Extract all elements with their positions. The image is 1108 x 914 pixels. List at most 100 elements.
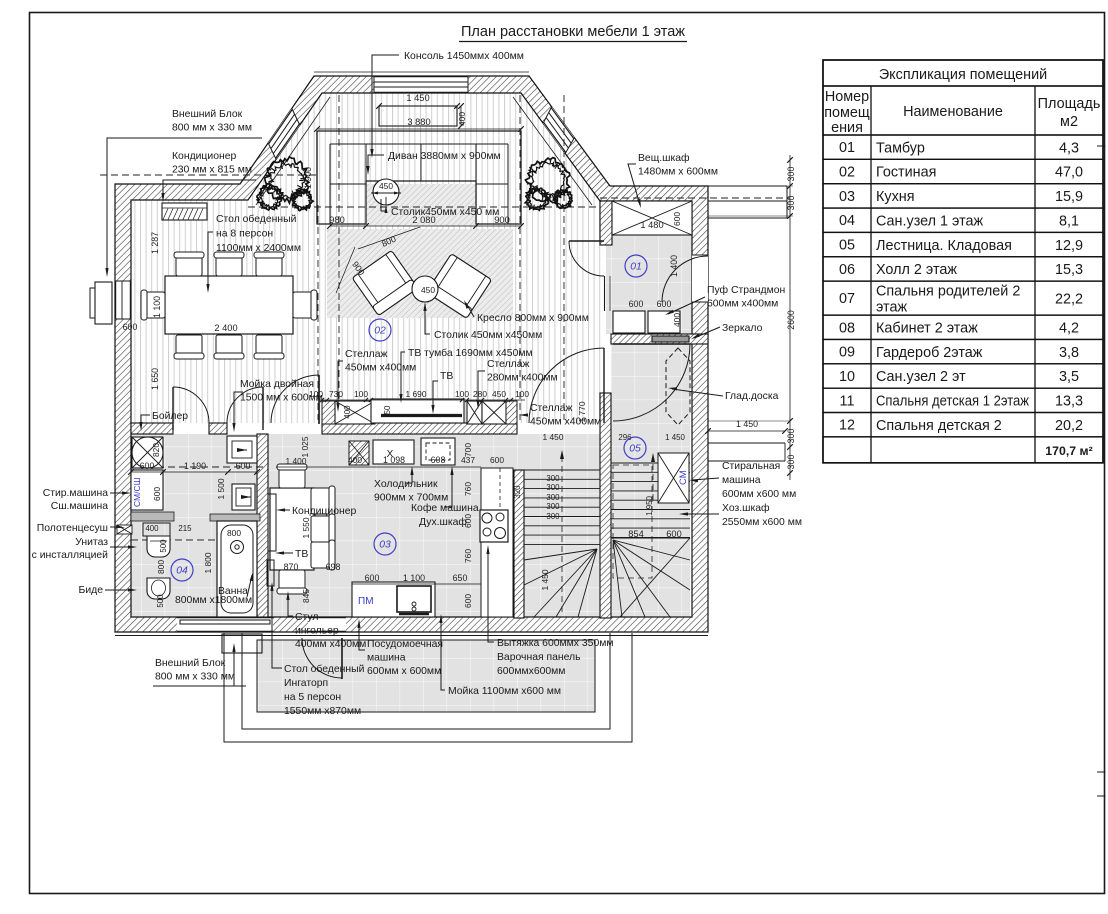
svg-text:01: 01 [839, 140, 855, 156]
svg-text:800: 800 [156, 560, 166, 574]
svg-text:Столик450мм x450 мм: Столик450мм x450 мм [391, 207, 499, 218]
svg-text:Тамбур: Тамбур [876, 140, 925, 156]
svg-text:Номер: Номер [825, 89, 869, 105]
svg-text:800 мм x 330 мм: 800 мм x 330 мм [155, 672, 235, 683]
svg-text:Биде: Биде [79, 585, 104, 596]
svg-text:Стул: Стул [295, 612, 318, 623]
svg-text:1 100: 1 100 [403, 573, 425, 583]
svg-text:215: 215 [178, 524, 192, 533]
svg-text:Унитаз: Унитаз [75, 537, 108, 548]
svg-text:300: 300 [786, 167, 796, 182]
svg-text:600мм x400мм: 600мм x400мм [707, 299, 778, 310]
svg-text:1 650: 1 650 [150, 368, 160, 390]
svg-text:600мм x 600мм: 600мм x 600мм [367, 666, 441, 677]
svg-text:500: 500 [156, 594, 165, 608]
svg-text:План расстановки мебели 1 этаж: План расстановки мебели 1 этаж [461, 24, 685, 40]
svg-text:м2: м2 [1060, 114, 1078, 130]
svg-text:400: 400 [457, 112, 467, 126]
svg-text:Зеркало: Зеркало [722, 323, 763, 334]
svg-text:Глад.доска: Глад.доска [725, 391, 779, 402]
svg-text:100: 100 [515, 389, 529, 399]
svg-text:Лестница. Кладовая: Лестница. Кладовая [876, 238, 1012, 254]
svg-text:03: 03 [839, 189, 855, 205]
svg-text:Консоль 1450ммх 400мм: Консоль 1450ммх 400мм [404, 51, 524, 62]
svg-text:800 мм x 330 мм: 800 мм x 330 мм [172, 123, 252, 134]
svg-text:Вещ.шкаф: Вещ.шкаф [638, 152, 690, 164]
svg-text:Столик 450мм x450мм: Столик 450мм x450мм [434, 330, 542, 341]
svg-text:1500 мм х 600мм: 1500 мм х 600мм [240, 393, 323, 404]
svg-text:600: 600 [672, 212, 682, 226]
svg-text:760: 760 [463, 482, 473, 496]
svg-text:Стиральная: Стиральная [722, 461, 780, 472]
svg-text:8,1: 8,1 [1059, 213, 1079, 229]
svg-text:04: 04 [176, 566, 188, 577]
svg-text:05: 05 [839, 238, 855, 254]
svg-text:730: 730 [329, 389, 343, 399]
svg-text:машина: машина [367, 653, 406, 664]
svg-text:ПМ: ПМ [358, 596, 374, 607]
svg-text:машина: машина [722, 475, 761, 486]
svg-text:300: 300 [786, 196, 796, 211]
svg-text:Кресло 800мм x 900мм: Кресло 800мм x 900мм [477, 313, 589, 324]
svg-text:Сан.узел 1 этаж: Сан.узел 1 этаж [876, 213, 984, 229]
svg-text:1 450: 1 450 [406, 93, 429, 103]
svg-text:15,3: 15,3 [1055, 262, 1083, 278]
svg-text:с инсталляцией: с инсталляцией [32, 550, 109, 561]
svg-text:820: 820 [151, 443, 161, 457]
svg-text:07: 07 [839, 291, 855, 307]
svg-text:980: 980 [329, 215, 345, 225]
svg-text:Экспликация помещений: Экспликация помещений [879, 67, 1047, 83]
svg-text:608: 608 [431, 455, 446, 465]
svg-text:300: 300 [546, 493, 560, 502]
svg-text:3,8: 3,8 [1059, 345, 1079, 361]
svg-text:ингольер: ингольер [295, 626, 339, 637]
svg-text:1 800: 1 800 [203, 552, 213, 573]
svg-text:1 480: 1 480 [640, 220, 663, 230]
svg-text:600: 600 [490, 455, 504, 465]
svg-text:11: 11 [840, 393, 855, 409]
svg-text:СМ/СШ: СМ/СШ [132, 477, 142, 507]
svg-text:Сан.узел 2 эт: Сан.узел 2 эт [876, 369, 966, 385]
svg-text:Площадь: Площадь [1038, 96, 1101, 112]
svg-text:01: 01 [630, 262, 642, 273]
svg-text:Хоз.шкаф: Хоз.шкаф [722, 502, 770, 514]
svg-text:Посудомоечная: Посудомоечная [367, 639, 443, 650]
svg-text:помещ: помещ [824, 105, 870, 121]
svg-text:Спальня детская 1 2этаж: Спальня детская 1 2этаж [876, 394, 1029, 410]
svg-text:на 5 персон: на 5 персон [284, 692, 341, 703]
svg-text:600: 600 [657, 299, 672, 309]
svg-text:Кухня: Кухня [876, 189, 915, 205]
svg-text:Стеллаж: Стеллаж [487, 359, 529, 370]
svg-text:600: 600 [152, 487, 162, 501]
svg-text:12: 12 [839, 418, 855, 434]
svg-text:870: 870 [284, 562, 299, 572]
svg-text:на 8 персон: на 8 персон [216, 229, 273, 240]
svg-text:760: 760 [463, 549, 473, 563]
svg-text:280: 280 [473, 389, 487, 399]
svg-text:2 400: 2 400 [214, 323, 237, 333]
svg-text:4,2: 4,2 [1059, 320, 1079, 336]
svg-text:1 100: 1 100 [152, 296, 162, 318]
svg-text:Дух.шкаф: Дух.шкаф [419, 516, 467, 528]
svg-text:1 098: 1 098 [383, 455, 405, 465]
svg-text:1 400: 1 400 [669, 255, 679, 277]
svg-text:Сш.машина: Сш.машина [51, 501, 109, 512]
svg-text:280мм к400мм: 280мм к400мм [487, 373, 558, 384]
svg-text:450: 450 [421, 285, 435, 295]
svg-text:22,2: 22,2 [1055, 291, 1083, 307]
svg-text:Стеллаж: Стеллаж [530, 403, 572, 414]
svg-text:09: 09 [839, 345, 855, 361]
svg-text:100: 100 [354, 389, 368, 399]
svg-text:Гостиная: Гостиная [876, 165, 936, 181]
svg-text:Мойка 1100мм х600 мм: Мойка 1100мм х600 мм [448, 686, 561, 697]
svg-text:170,7 м²: 170,7 м² [1045, 444, 1092, 458]
svg-text:Вытяжка 600ммх 350мм: Вытяжка 600ммх 350мм [497, 638, 614, 649]
svg-text:1 450: 1 450 [665, 433, 685, 442]
svg-text:50: 50 [383, 405, 392, 414]
svg-text:Кондиционер: Кондиционер [172, 151, 236, 162]
svg-text:1 450: 1 450 [736, 419, 758, 429]
svg-text:10: 10 [839, 369, 855, 385]
svg-text:СМ: СМ [678, 470, 689, 485]
svg-text:15,9: 15,9 [1055, 189, 1083, 205]
svg-text:100: 100 [455, 389, 469, 399]
